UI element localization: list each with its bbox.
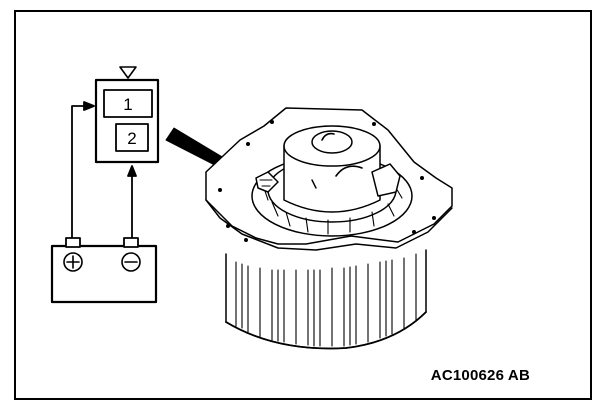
diagram-frame: 1 2 (14, 10, 592, 400)
positive-lead-tip-icon (83, 101, 95, 111)
test-leads (71, 101, 137, 239)
figure-code: AC100626 AB (430, 367, 530, 384)
motor-side-tab (371, 163, 401, 197)
connector-orientation-triangle (119, 66, 137, 79)
blower-motor (205, 107, 453, 350)
battery-positive-post (65, 237, 81, 248)
negative-lead-tip-icon (127, 165, 137, 177)
battery (50, 237, 158, 304)
connector-pin-2-label: 2 (127, 129, 136, 148)
battery-case (50, 244, 158, 304)
battery-negative-post (123, 237, 139, 248)
connector-pin-1-box (103, 89, 153, 118)
connector-pin-2-box (115, 123, 149, 152)
positive-lead (71, 105, 89, 239)
connector: 1 2 (94, 66, 160, 164)
motor-connector (255, 171, 279, 193)
connector-pin-1-label: 1 (123, 95, 132, 114)
blower-motor-test-diagram: 1 2 (50, 66, 453, 350)
fan-blades (235, 253, 417, 347)
